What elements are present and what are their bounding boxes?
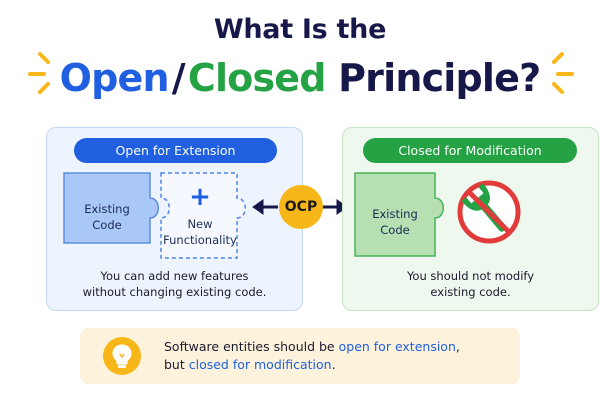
title-open-word: Open: [59, 56, 170, 100]
no-symbol-bar: [467, 190, 511, 234]
sparkle-rays-icon: [28, 52, 50, 94]
arrow-left-icon: [252, 199, 278, 215]
open-for-extension-pill: Open for Extension: [74, 138, 277, 163]
title-principle-word: Principle?: [338, 56, 541, 100]
open-for-extension-panel: Open for Extension Existing Code + New F…: [46, 127, 303, 311]
sparkle-rays-icon: [552, 52, 574, 94]
closed-for-modification-description: You should not modify existing code.: [406, 269, 535, 299]
title-line-1: What Is the: [213, 14, 387, 45]
closed-highlight: closed for modification: [188, 357, 332, 372]
title-line-2: Open/Closed Principle?: [0, 56, 600, 100]
existing-code-label: Existing Code: [372, 207, 418, 237]
plus-icon: +: [189, 182, 211, 212]
new-functionality-piece: [160, 172, 246, 259]
principle-callout: Software entities should be open for ext…: [80, 328, 520, 384]
principle-line-2: but closed for modification.: [164, 357, 336, 372]
closed-for-modification-panel: Closed for Modification Existing Code Yo…: [342, 127, 599, 311]
open-for-extension-description: You can add new features without changin…: [82, 269, 267, 299]
new-functionality-label: New Functionality: [163, 217, 237, 247]
title-slash: /: [171, 56, 186, 100]
title-closed-word: Closed: [187, 56, 327, 100]
existing-code-piece: [63, 172, 159, 244]
lightbulb-icon: [103, 337, 141, 375]
existing-code-label: Existing Code: [84, 202, 130, 232]
principle-statement: Software entities should be open for ext…: [164, 338, 460, 374]
principle-line-1: Software entities should be open for ext…: [164, 339, 460, 354]
open-highlight: open for extension: [338, 339, 456, 354]
closed-for-modification-pill: Closed for Modification: [363, 138, 577, 163]
closed-panel-graphics: [354, 172, 521, 257]
ocp-badge: OCP: [279, 185, 323, 229]
existing-code-piece: [354, 172, 444, 257]
puzzle-pieces: [63, 172, 246, 259]
